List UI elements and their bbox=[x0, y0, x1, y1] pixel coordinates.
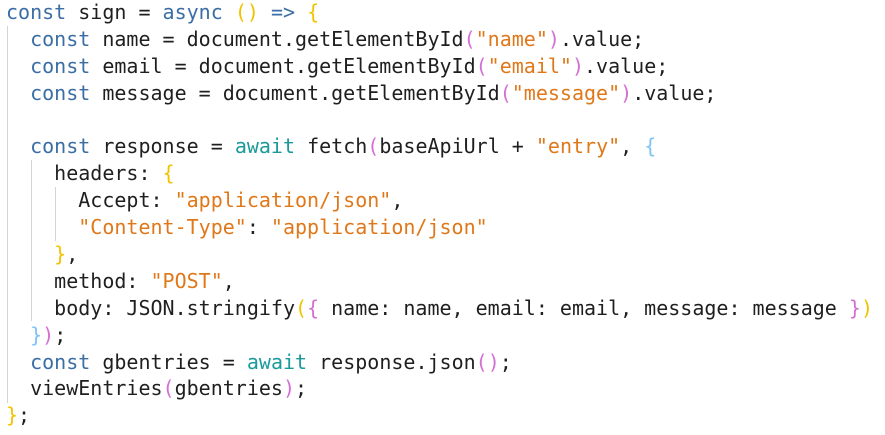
indent-guide bbox=[55, 187, 56, 241]
code-line: headers: { bbox=[6, 160, 873, 187]
code-line: method: "POST", bbox=[6, 268, 873, 295]
code-token-s: "application/json" bbox=[270, 215, 488, 240]
code-line: const email = document.getElementById("e… bbox=[6, 53, 873, 80]
code-token-p bbox=[6, 134, 30, 158]
code-token-p bbox=[6, 350, 30, 374]
code-token-b2: ( bbox=[475, 53, 488, 78]
code-token-p: , bbox=[391, 188, 404, 213]
code-token-p: .value; bbox=[584, 53, 669, 78]
code-token-b1: } bbox=[54, 242, 67, 267]
code-token-b1: ) bbox=[860, 295, 873, 320]
code-token-b2: ( bbox=[463, 26, 476, 51]
code-line: body: JSON.stringify({ name: name, email… bbox=[6, 295, 873, 322]
code-token-b3: } bbox=[30, 322, 43, 347]
code-token-b2: ) bbox=[42, 322, 55, 347]
code-token-p: baseApiUrl + bbox=[379, 134, 536, 159]
code-token-b2: ( bbox=[499, 80, 512, 105]
code-token-k: => bbox=[270, 0, 296, 24]
code-token-p bbox=[259, 0, 271, 24]
code-token-s: "message" bbox=[511, 80, 621, 105]
code-token-p bbox=[6, 27, 30, 51]
code-token-b2: ( bbox=[162, 376, 175, 401]
code-token-p bbox=[223, 0, 235, 24]
code-token-p: response = bbox=[90, 134, 235, 159]
code-token-s: "name" bbox=[475, 26, 548, 51]
code-token-b2: ) bbox=[282, 376, 296, 401]
code-line: viewEntries(gbentries); bbox=[6, 375, 873, 402]
code-token-p: method: bbox=[6, 268, 151, 293]
code-token-p: gbentries bbox=[174, 376, 283, 401]
code-token-b2: } bbox=[848, 295, 861, 320]
code-token-b2: ) bbox=[547, 26, 560, 51]
code-token-p: viewEntries bbox=[6, 376, 163, 401]
code-token-p: : bbox=[246, 215, 271, 240]
code-token-p: , bbox=[222, 268, 235, 293]
code-token-a: await bbox=[234, 134, 296, 159]
code-line: const response = await fetch(baseApiUrl … bbox=[6, 133, 873, 160]
code-line: }, bbox=[6, 241, 873, 268]
code-token-p: Accept: bbox=[6, 188, 175, 213]
code-token-b1: ( bbox=[294, 295, 308, 320]
code-token-p bbox=[6, 54, 30, 78]
code-token-p bbox=[6, 242, 54, 266]
code-token-s: "entry" bbox=[535, 134, 621, 159]
code-line: }); bbox=[6, 322, 873, 349]
code-token-k: async bbox=[162, 0, 223, 24]
code-token-p bbox=[6, 323, 30, 347]
code-token-p: .value; bbox=[559, 26, 645, 51]
code-token-k: const bbox=[30, 53, 91, 78]
code-token-b2: ( bbox=[367, 134, 380, 159]
indent-guide bbox=[7, 26, 8, 403]
code-token-p: ; bbox=[295, 376, 308, 401]
code-token-b2: () bbox=[475, 349, 500, 374]
code-token-p: ; bbox=[54, 322, 67, 347]
code-line: const name = document.getElementById("na… bbox=[6, 26, 873, 53]
code-token-p: ; bbox=[499, 349, 512, 374]
code-token-p: name = document.getElementById bbox=[90, 26, 464, 51]
code-token-a: await bbox=[246, 349, 308, 374]
code-line: const gbentries = await response.json(); bbox=[6, 349, 873, 376]
code-token-p: gbentries = bbox=[90, 349, 247, 374]
code-token-p: sign = bbox=[66, 0, 163, 24]
code-token-s: "email" bbox=[487, 53, 572, 78]
code-token-p bbox=[295, 0, 307, 24]
code-token-p bbox=[6, 81, 30, 105]
code-editor[interactable]: const sign = async () => { const name = … bbox=[6, 0, 873, 429]
code-token-p bbox=[6, 215, 78, 239]
code-token-s: "Content-Type" bbox=[78, 215, 247, 240]
code-token-p: email = document.getElementById bbox=[90, 53, 476, 78]
code-line: const message = document.getElementById(… bbox=[6, 80, 873, 107]
code-line: Accept: "application/json", bbox=[6, 187, 873, 214]
code-token-k: const bbox=[30, 26, 91, 51]
code-token-b2: { bbox=[307, 295, 320, 320]
code-token-p: ; bbox=[18, 403, 31, 428]
code-token-p: response.json bbox=[307, 349, 476, 374]
code-line: "Content-Type": "application/json" bbox=[6, 214, 873, 241]
code-line bbox=[6, 107, 873, 134]
code-token-b1: { bbox=[162, 161, 175, 186]
code-token-p: headers: bbox=[6, 161, 163, 186]
code-token-b1: { bbox=[307, 0, 320, 24]
code-token-b2: ) bbox=[620, 80, 633, 105]
code-token-b3: { bbox=[644, 134, 657, 159]
code-token-k: const bbox=[30, 349, 91, 374]
code-token-b1: } bbox=[6, 403, 19, 428]
code-token-p: .value; bbox=[632, 80, 717, 105]
code-line: const sign = async () => { bbox=[6, 0, 873, 26]
code-token-b2: ) bbox=[571, 53, 585, 78]
code-token-p: message = document.getElementById bbox=[90, 80, 500, 105]
code-token-k: const bbox=[6, 0, 67, 24]
code-token-p: fetch bbox=[295, 134, 368, 159]
code-line: }; bbox=[6, 402, 873, 429]
code-token-p: name: name, email: email, message: messa… bbox=[319, 295, 849, 320]
code-token-p: , bbox=[620, 134, 645, 159]
indent-guide bbox=[31, 160, 32, 321]
code-token-b1: () bbox=[234, 0, 259, 24]
code-token-k: const bbox=[30, 134, 91, 159]
code-token-s: "application/json" bbox=[174, 188, 392, 213]
code-token-p: , bbox=[66, 242, 79, 267]
code-token-p: body: JSON.stringify bbox=[6, 295, 295, 320]
code-token-s: "POST" bbox=[150, 268, 223, 293]
code-token-k: const bbox=[30, 80, 91, 105]
